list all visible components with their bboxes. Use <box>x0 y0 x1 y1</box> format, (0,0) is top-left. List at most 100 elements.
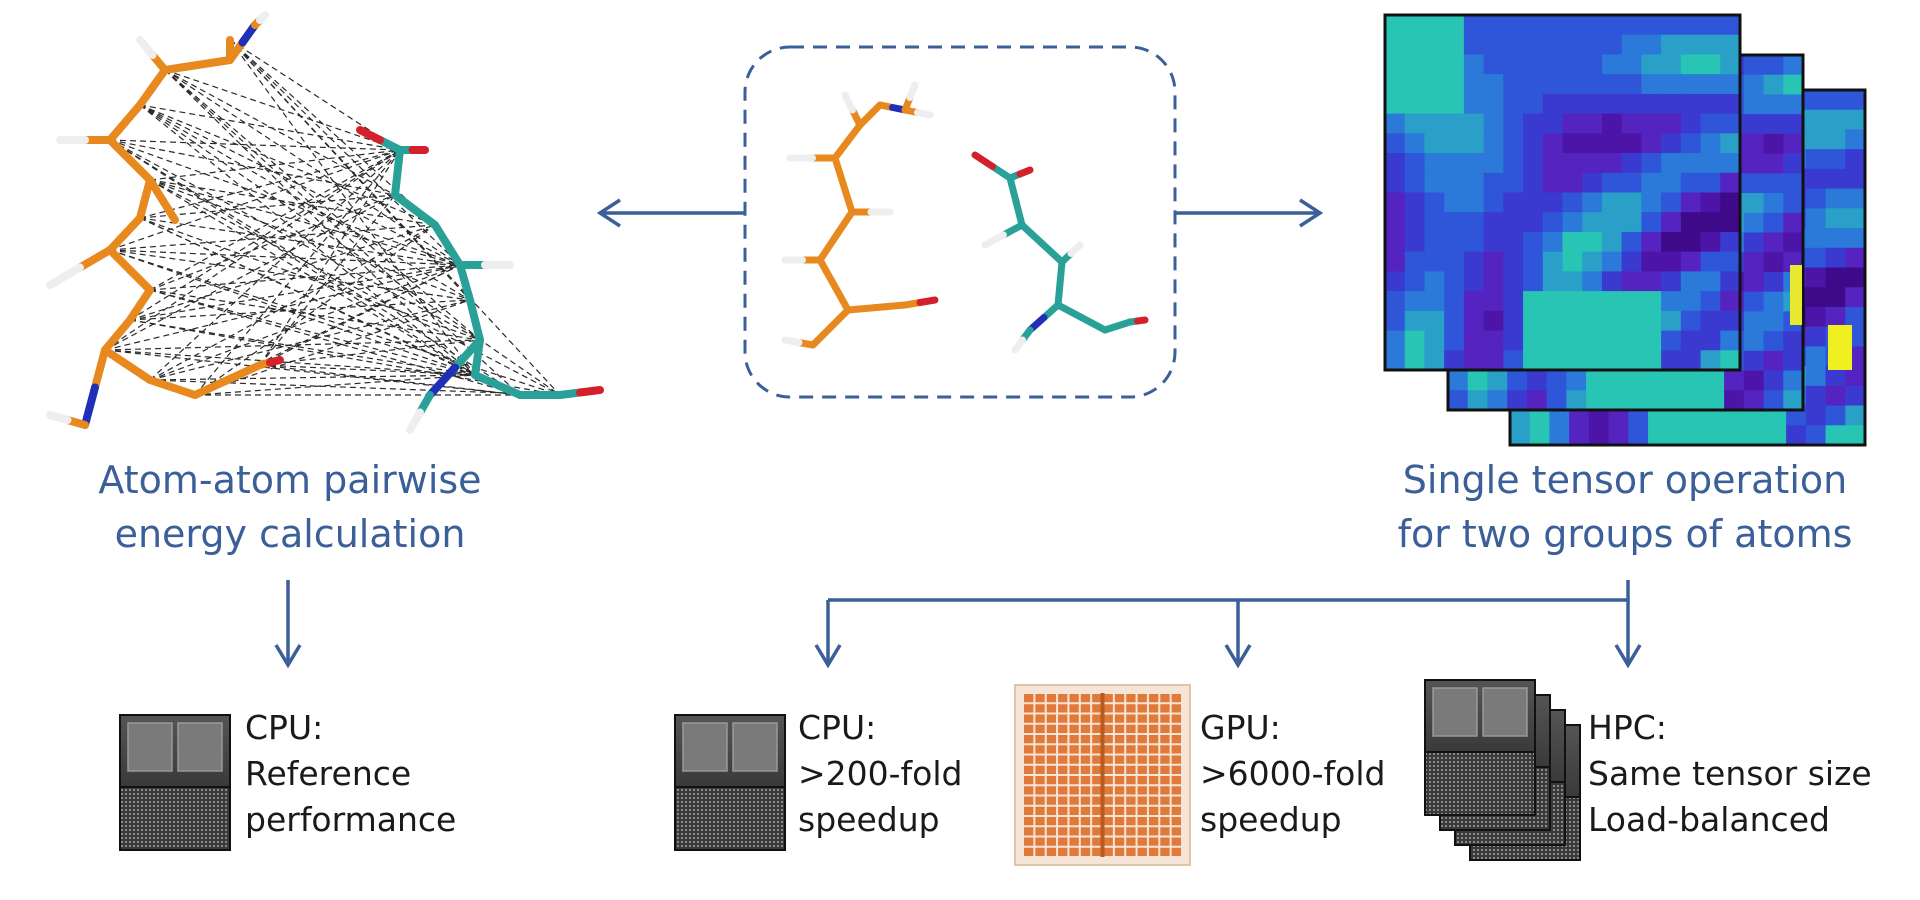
heatmap-cell <box>1523 133 1544 154</box>
heatmap-cell <box>1783 153 1804 174</box>
heatmap-cell <box>1601 15 1623 36</box>
gpu-core <box>1103 837 1113 846</box>
bond-segment <box>827 306 852 331</box>
heatmap-cell <box>1546 370 1567 391</box>
heatmap-cell <box>1463 172 1485 193</box>
heatmap-cell <box>1805 366 1827 387</box>
heatmap-cell <box>1601 153 1623 174</box>
heatmap-cell <box>1825 90 1846 111</box>
heatmap-cell <box>1641 330 1662 351</box>
gpu-core <box>1080 694 1091 703</box>
heatmap-cell <box>1641 310 1662 332</box>
gpu-core <box>1103 765 1113 774</box>
gpu-core <box>1148 755 1159 764</box>
gpu-core <box>1137 704 1147 713</box>
gpu-core <box>1171 827 1181 836</box>
interaction-line <box>109 139 461 266</box>
heatmap-cell <box>1503 172 1524 193</box>
hardware-title: GPU: <box>1200 708 1281 747</box>
heatmap-cell <box>1483 74 1504 95</box>
heatmap-cell <box>1463 251 1485 272</box>
heatmap-cell <box>1621 133 1642 154</box>
bond-segment <box>126 156 154 184</box>
heatmap-cell <box>1483 34 1504 55</box>
heatmap-cell <box>1424 310 1445 332</box>
heatmap-cell <box>1720 113 1741 134</box>
heatmap-cell <box>1385 93 1406 115</box>
heatmap-cell <box>1664 370 1686 391</box>
gpu-core <box>1148 796 1159 805</box>
heatmap-cell <box>1783 133 1804 155</box>
bond-segment <box>831 154 847 189</box>
gpu-core <box>1080 796 1091 805</box>
heatmap-cell <box>1661 113 1682 134</box>
gpu-core <box>1080 806 1091 815</box>
gpu-core <box>1058 714 1068 723</box>
heatmap-cell <box>1523 113 1544 134</box>
heatmap-cell <box>1720 271 1741 292</box>
heatmap-cell <box>1503 34 1524 55</box>
gpu-core <box>1171 745 1181 754</box>
heatmap-cell <box>1404 271 1425 292</box>
heatmap-cell <box>1845 188 1866 209</box>
interaction-line <box>139 104 471 301</box>
heatmap-cell <box>1503 231 1524 253</box>
heatmap-cell <box>1385 153 1406 174</box>
gpu-core <box>1024 827 1034 836</box>
gpu-core <box>1046 704 1057 713</box>
heatmap-cell <box>1743 193 1765 214</box>
heatmap-cell <box>1625 370 1646 391</box>
heatmap-cell <box>1523 251 1544 272</box>
gpu-core <box>1058 704 1068 713</box>
heatmap-cell <box>1523 330 1544 351</box>
gpu-core <box>1035 786 1045 795</box>
heatmap-cell <box>1805 168 1827 190</box>
heatmap-cell <box>1661 34 1682 55</box>
heatmap-cell <box>1845 129 1866 150</box>
heatmap-cell <box>1608 425 1629 446</box>
gpu-core <box>1137 714 1147 723</box>
gpu-core <box>1137 847 1147 856</box>
heatmap-cell <box>1404 291 1425 312</box>
heatmap-cell <box>1483 350 1504 371</box>
heatmap-cell <box>1404 330 1425 351</box>
heatmap-cell <box>1385 15 1406 36</box>
heatmap-cell <box>1582 350 1603 371</box>
heatmap-cell <box>1825 228 1846 249</box>
heatmap-cell <box>1463 74 1485 95</box>
heatmap-cell <box>1404 153 1425 174</box>
heatmap-cell <box>1763 252 1784 273</box>
heatmap-cell <box>1661 54 1682 75</box>
gpu-core <box>1103 745 1113 754</box>
bond-segment <box>1018 221 1046 247</box>
heatmap-cell <box>1720 93 1741 115</box>
heatmap-cell <box>1743 311 1765 332</box>
heatmap-cell <box>1483 15 1504 36</box>
heatmap-cell <box>1700 192 1721 213</box>
heatmap-cell <box>1680 74 1702 95</box>
heatmap-cell <box>1661 291 1682 312</box>
heatmap-cell <box>1503 15 1524 36</box>
chip-core <box>177 722 223 772</box>
hardware-line2: performance <box>245 800 457 839</box>
heatmap-cell <box>1783 331 1804 352</box>
gpu-core <box>1024 837 1034 846</box>
gpu-core <box>1035 714 1045 723</box>
heatmap-cell <box>1700 251 1721 272</box>
heatmap-cell <box>1763 193 1784 214</box>
residue-pair-box <box>743 45 1177 399</box>
gpu-core <box>1058 755 1068 764</box>
gpu-core <box>1092 735 1102 744</box>
interaction-line <box>259 194 396 366</box>
heatmap-cell <box>1783 94 1804 115</box>
heatmap-cell <box>1724 370 1745 391</box>
gpu-core <box>1069 847 1079 856</box>
interaction-line <box>104 339 481 351</box>
heatmap-cell <box>1680 192 1702 213</box>
heatmap-cell <box>1680 291 1702 312</box>
gpu-core <box>1126 724 1136 733</box>
cpu-speedup-label: CPU: >200-fold speedup <box>798 705 962 843</box>
gpu-core <box>1069 827 1079 836</box>
interaction-line <box>229 39 461 266</box>
heatmap-cell <box>1645 390 1666 411</box>
